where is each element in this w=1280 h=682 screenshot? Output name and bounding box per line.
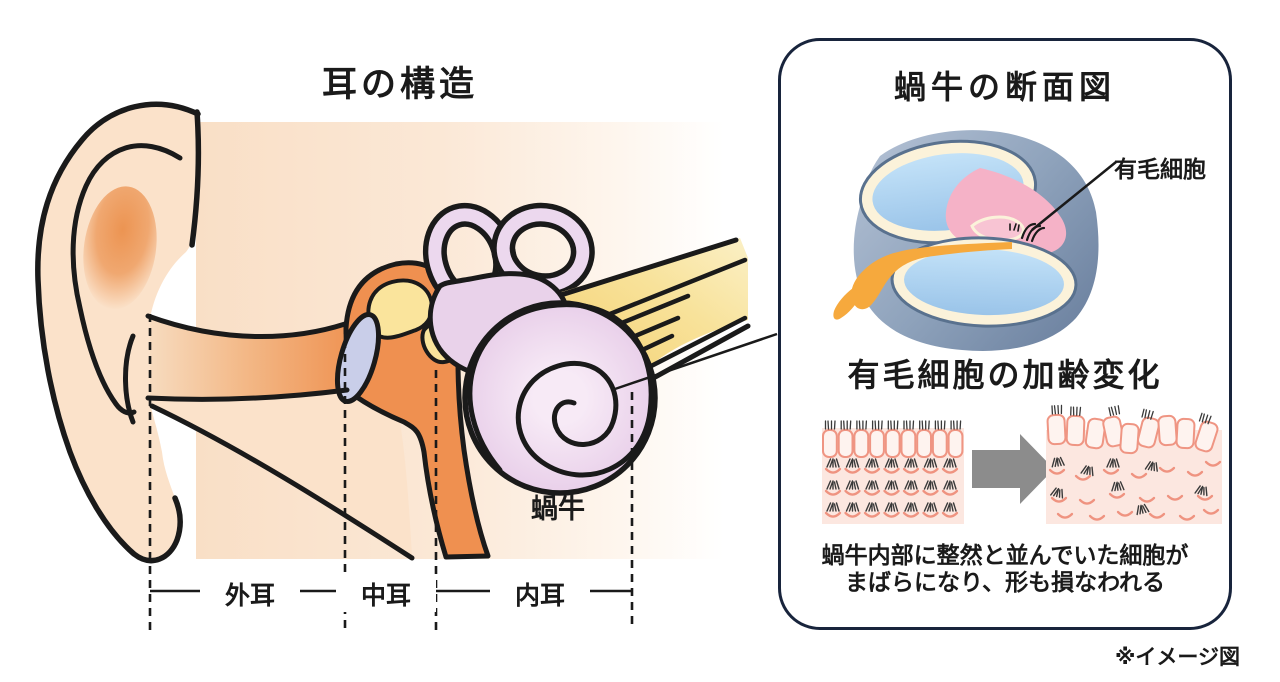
arrow-right-icon xyxy=(972,434,1054,504)
aging-caption: 蝸牛内部に整然と並んでいた細胞が まばらになり、形も損なわれる xyxy=(778,542,1232,596)
hair-cell-pointer xyxy=(1031,161,1117,231)
panel-title: 蝸牛の断面図 xyxy=(893,69,1116,105)
ear-canal xyxy=(148,318,358,398)
ear-structure-title: 耳の構造 xyxy=(321,65,478,104)
cochlea-cross-section xyxy=(833,130,1117,351)
image-note: ※イメージ図 xyxy=(1115,646,1240,669)
region-label-outer-ear: 外耳 xyxy=(200,576,300,612)
aging-caption-line-2: まばらになり、形も損なわれる xyxy=(845,569,1165,595)
connector-line xyxy=(611,332,778,392)
cross-section-nerve xyxy=(833,242,1012,320)
cochlea-label: 蝸牛 xyxy=(531,494,585,524)
hair-cells-aged xyxy=(1046,404,1222,524)
pinna xyxy=(35,101,415,564)
hair-cells-healthy xyxy=(822,420,964,524)
hair-cell-label: 有毛細胞 xyxy=(1114,156,1206,182)
cochlea-spiral xyxy=(462,300,658,496)
aging-section-title: 有毛細胞の加齢変化 xyxy=(847,357,1163,393)
region-label-middle-ear: 中耳 xyxy=(336,576,436,612)
region-label-inner-ear: 内耳 xyxy=(490,576,590,612)
scala-tympani xyxy=(890,236,1078,328)
aging-caption-line-1: 蝸牛内部に整然と並んでいた細胞が xyxy=(821,542,1189,568)
